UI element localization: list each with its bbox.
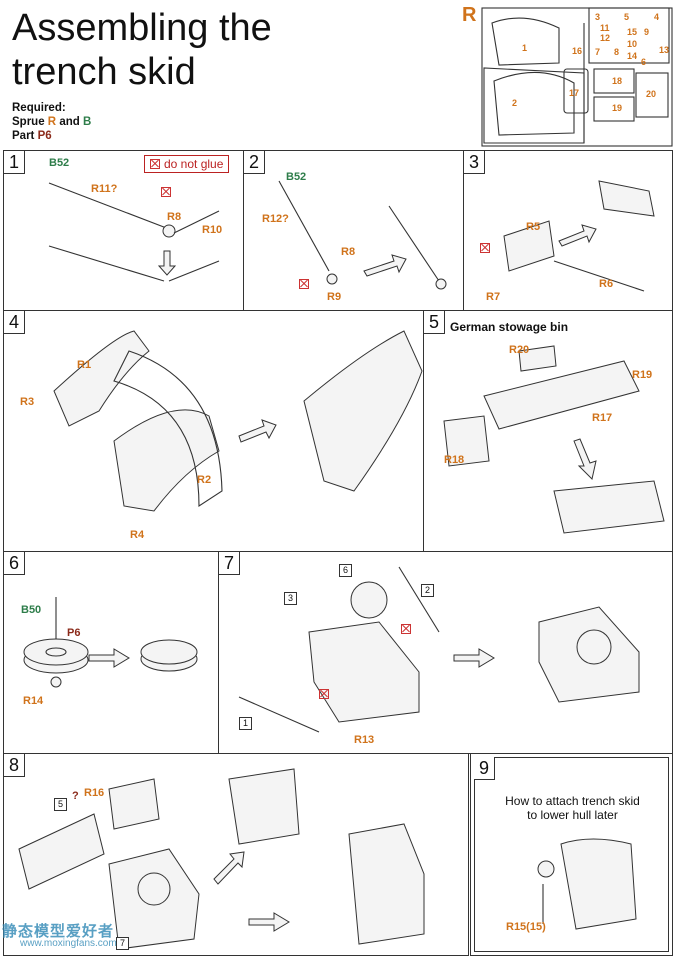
do-not-glue-icon [401,624,411,634]
step-heading: German stowage bin [450,320,569,334]
step-number: 4 [4,311,25,334]
do-not-glue-icon [319,689,329,699]
sprue-diagram: 1 2 3 4 5 11 12 15 9 10 14 8 6 7 13 16 1… [464,3,674,149]
step-number: 3 [464,151,485,174]
step-caption: How to attach trench skid to lower hull … [505,794,640,822]
step-number: 9 [474,757,495,780]
do-not-glue-legend: do not glue [144,155,230,173]
step-6-panel: 6 B50 P6 R14 [3,551,219,754]
step-number: 6 [4,552,25,575]
step-4-panel: 4 R1 R3 R2 R4 [3,310,424,552]
step-3-panel: 3 R5 R7 R6 [463,150,673,311]
watermark-url: www.moxingfans.com [20,938,117,949]
step-7-panel: 7 6 3 2 1 R13 [218,551,673,754]
do-not-glue-icon [480,243,490,253]
step-number: 8 [4,754,25,777]
step-8-panel: 8 5 ? R16 7 [3,753,469,956]
step-number: 1 [4,151,25,174]
do-not-glue-icon [299,279,309,289]
step-number: 2 [244,151,265,174]
step-9-panel: 9 How to attach trench skid to lower hul… [470,753,673,956]
step-2-panel: 2 B52 R12? R8 R9 [243,150,464,311]
sprue-letter: R [462,4,477,26]
step-number: 7 [219,552,240,575]
requirements: Required: Sprue R and B Part P6 [12,102,92,142]
watermark: 静态模型爱好者 [2,923,115,940]
step-5-panel: 5 German stowage bin R20 R19 R17 R18 [423,310,673,552]
do-not-glue-icon [161,187,171,197]
page-title: Assembling the trench skid [12,7,272,93]
step-number: 5 [424,311,445,334]
step-1-panel: 1 do not glue B52 R11? R8 R10 [3,150,244,311]
